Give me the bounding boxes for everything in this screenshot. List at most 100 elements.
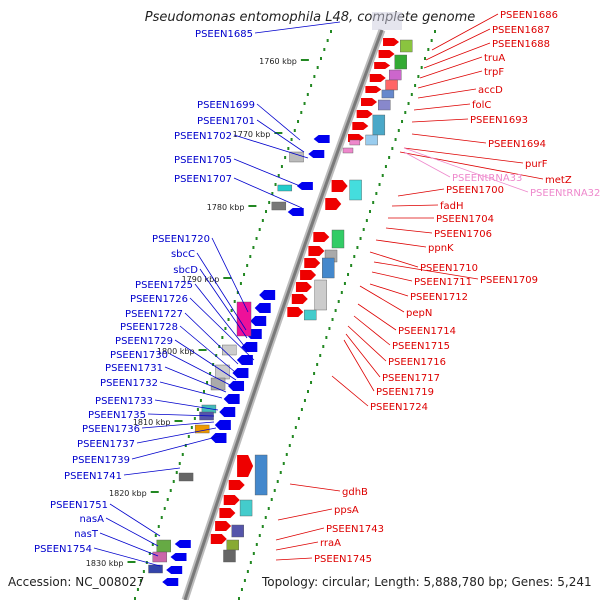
- topology-text: Topology: circular; Length: 5,888,780 bp…: [262, 575, 592, 589]
- tick-dot: [215, 354, 218, 357]
- minus-strand-label: sbcD: [173, 265, 198, 276]
- plus-strand-label: PSEEN1724: [370, 402, 428, 413]
- plus-strand-label: ppnK: [428, 243, 454, 254]
- trna-block: [342, 147, 354, 154]
- minus-strand-label: PSEEN1720: [152, 234, 210, 245]
- plus-strand-label: PSEEN1688: [492, 39, 550, 50]
- tick-dot: [291, 435, 294, 438]
- tick-dot: [133, 597, 136, 600]
- tick-dot: [157, 525, 160, 528]
- tick-dot: [148, 552, 151, 555]
- gene-block: [289, 151, 304, 163]
- gene-arrow-reverse: [228, 381, 245, 391]
- plus-strand-label: PSEEN1686: [500, 10, 558, 21]
- tick-dot: [303, 102, 306, 105]
- label-leader-line: [136, 427, 217, 444]
- tick-dot: [268, 201, 271, 204]
- tick-dot: [322, 345, 325, 348]
- tick-dot: [212, 363, 215, 366]
- tick-dot: [372, 201, 375, 204]
- tick-dot: [184, 444, 187, 447]
- tick-dot: [310, 84, 313, 87]
- gene-arrow-forward: [369, 74, 386, 82]
- gene-block: [394, 54, 407, 70]
- tick-dot: [267, 507, 270, 510]
- gene-arrow-reverse: [250, 316, 267, 326]
- label-leader-line: [147, 413, 215, 417]
- minus-strand-label: PSEEN1727: [125, 309, 183, 320]
- tick-dot: [316, 66, 319, 69]
- gene-block: [385, 79, 398, 91]
- gene-arrow-reverse: [210, 433, 227, 443]
- label-leader-line: [109, 503, 161, 537]
- gene-arrow-reverse: [313, 135, 330, 143]
- kbp-tick-label: 1770 kbp: [233, 130, 271, 139]
- gene-block: [389, 69, 402, 81]
- minus-strand-label: PSEEN1685: [195, 29, 253, 40]
- gene-block: [331, 229, 345, 249]
- minus-strand-label: PSEEN1705: [174, 155, 232, 166]
- gene-arrow-forward: [365, 86, 382, 93]
- tick-dot: [378, 183, 381, 186]
- gene-arrow-forward: [210, 534, 227, 544]
- tick-dot: [193, 417, 196, 420]
- label-leader-line: [385, 227, 433, 234]
- tick-dot: [420, 66, 423, 69]
- tick-dot: [394, 138, 397, 141]
- tick-dot: [209, 372, 212, 375]
- tick-dot: [288, 444, 291, 447]
- label-leader-line: [99, 532, 159, 557]
- gene-block: [372, 114, 386, 136]
- tick-dot: [285, 453, 288, 456]
- tick-dot: [246, 264, 249, 267]
- gene-label-group: PSEEN1685PSEEN1699PSEEN1701PSEEN1702PSEE…: [34, 10, 600, 565]
- label-leader-line: [423, 42, 491, 69]
- gene-arrow-forward: [228, 480, 245, 490]
- tick-dot: [330, 30, 332, 33]
- gene-block: [271, 201, 287, 211]
- tick-dot: [249, 561, 252, 564]
- label-leader-line: [289, 483, 341, 492]
- tick-dot: [297, 417, 300, 420]
- label-leader-line: [403, 147, 524, 164]
- tick-dot: [166, 498, 169, 501]
- gene-arrow-forward: [237, 455, 254, 477]
- plus-strand-label: pepN: [406, 308, 432, 319]
- gene-arrow-forward: [300, 270, 317, 280]
- label-leader-line: [93, 547, 161, 567]
- minus-strand-label: PSEEN1725: [135, 280, 193, 291]
- label-leader-line: [399, 151, 544, 180]
- tick-dot: [310, 381, 313, 384]
- gene-arrow-forward: [331, 180, 348, 192]
- tick-dot: [252, 246, 255, 249]
- label-leader-line: [169, 353, 233, 387]
- tick-dot: [261, 219, 264, 222]
- label-leader-line: [275, 557, 313, 561]
- label-leader-line: [419, 56, 483, 79]
- label-leader-line: [431, 13, 499, 51]
- gene-block: [222, 344, 237, 356]
- gene-arrow-forward: [378, 50, 395, 58]
- tick-dot: [258, 534, 261, 537]
- tick-dot: [287, 147, 290, 150]
- minus-strand-label: PSEEN1736: [82, 424, 140, 435]
- tick-dot: [340, 291, 343, 294]
- plus-strand-label: gdhB: [342, 487, 368, 498]
- tick-dot: [276, 480, 279, 483]
- tick-dot: [206, 381, 209, 384]
- plus-strand-label: PSEEN1704: [436, 214, 494, 225]
- tick-dot: [252, 552, 255, 555]
- tick-dot: [313, 372, 316, 375]
- tick-dot: [277, 174, 280, 177]
- tick-dot: [160, 516, 163, 519]
- gene-arrow-forward: [304, 258, 321, 268]
- gene-arrow-forward: [325, 198, 342, 210]
- plus-strand-label: PSEEN1700: [446, 185, 504, 196]
- tick-dot: [365, 219, 368, 222]
- tick-dot: [331, 318, 334, 321]
- gene-block: [381, 89, 395, 99]
- label-leader-line: [369, 283, 409, 297]
- label-leader-line: [233, 177, 303, 209]
